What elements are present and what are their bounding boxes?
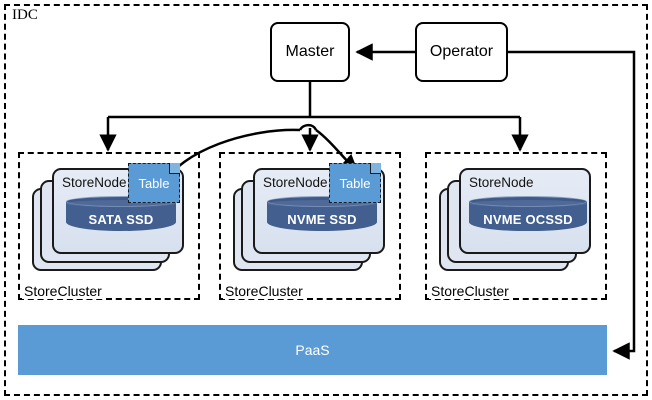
paas-label: PaaS <box>295 342 330 358</box>
operator-node[interactable]: Operator <box>415 22 508 82</box>
storage-label: NVME SSD <box>287 211 357 227</box>
paas-layer[interactable]: PaaS <box>18 325 607 375</box>
note-fold-corner-icon <box>169 163 180 174</box>
master-label: Master <box>285 43 335 60</box>
store-cluster-3[interactable]: StoreNode NVME OCSSD StoreCluster <box>425 152 607 300</box>
store-node-card-front[interactable]: StoreNode NVME OCSSD <box>459 168 591 254</box>
store-cluster-label: StoreCluster <box>223 283 305 299</box>
table-note-2[interactable]: Table <box>329 163 381 203</box>
store-node-stack-1: StoreNode SATA SSD <box>32 166 184 271</box>
store-node-title: StoreNode <box>469 175 534 190</box>
master-node[interactable]: Master <box>270 22 350 82</box>
store-node-stack-2: StoreNode NVME SSD <box>233 166 385 271</box>
storage-label: SATA SSD <box>88 211 154 227</box>
store-node-title: StoreNode <box>62 175 127 190</box>
table-note-1[interactable]: Table <box>128 163 180 203</box>
note-fold-corner-icon <box>370 163 381 174</box>
store-cluster-1[interactable]: StoreNode SATA SSD StoreCluster <box>18 152 200 300</box>
store-cluster-label: StoreCluster <box>429 283 511 299</box>
table-note-label: Table <box>138 175 170 191</box>
idc-label: IDC <box>12 7 38 23</box>
storage-cylinder-icon: NVME OCSSD <box>469 196 587 233</box>
store-cluster-label: StoreCluster <box>22 283 104 299</box>
store-node-stack-3: StoreNode NVME OCSSD <box>439 166 591 271</box>
storage-label: NVME OCSSD <box>483 211 573 227</box>
table-note-label: Table <box>339 175 371 191</box>
store-node-title: StoreNode <box>263 175 328 190</box>
store-cluster-2[interactable]: StoreNode NVME SSD StoreCluster <box>219 152 401 300</box>
operator-label: Operator <box>429 43 494 60</box>
storage-cylinder-icon: SATA SSD <box>66 196 176 233</box>
